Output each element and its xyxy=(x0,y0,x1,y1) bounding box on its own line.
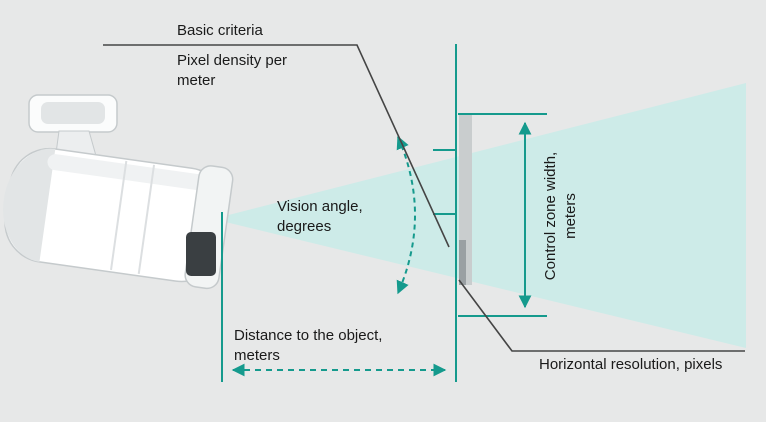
horizontal-resolution-label: Horizontal resolution, pixels xyxy=(539,356,723,373)
distance-to-object-label: Distance to the object, meters xyxy=(234,327,383,364)
horizontal-resolution-callout-line xyxy=(458,279,745,352)
security-camera-icon xyxy=(3,94,234,290)
measurement-lines xyxy=(221,44,547,382)
pixel-density-label: Pixel density per meter xyxy=(177,52,288,89)
vision-angle-arc xyxy=(396,135,416,295)
camera-lens xyxy=(186,232,216,276)
basic-criteria-callout-line xyxy=(103,44,450,248)
camera-rear-cap xyxy=(3,148,56,262)
camera-mount-inset xyxy=(41,102,105,124)
vision-angle-label: Vision angle, degrees xyxy=(277,198,363,235)
callout-lines xyxy=(103,44,745,352)
camera-top-shield xyxy=(47,154,224,193)
control-zone-bar-shadow xyxy=(459,240,466,285)
vision-cone xyxy=(213,83,746,348)
control-zone-width-label: Control zone width, meters xyxy=(542,151,579,281)
camera-body xyxy=(3,147,234,290)
basic-criteria-label: Basic criteria xyxy=(177,22,263,39)
